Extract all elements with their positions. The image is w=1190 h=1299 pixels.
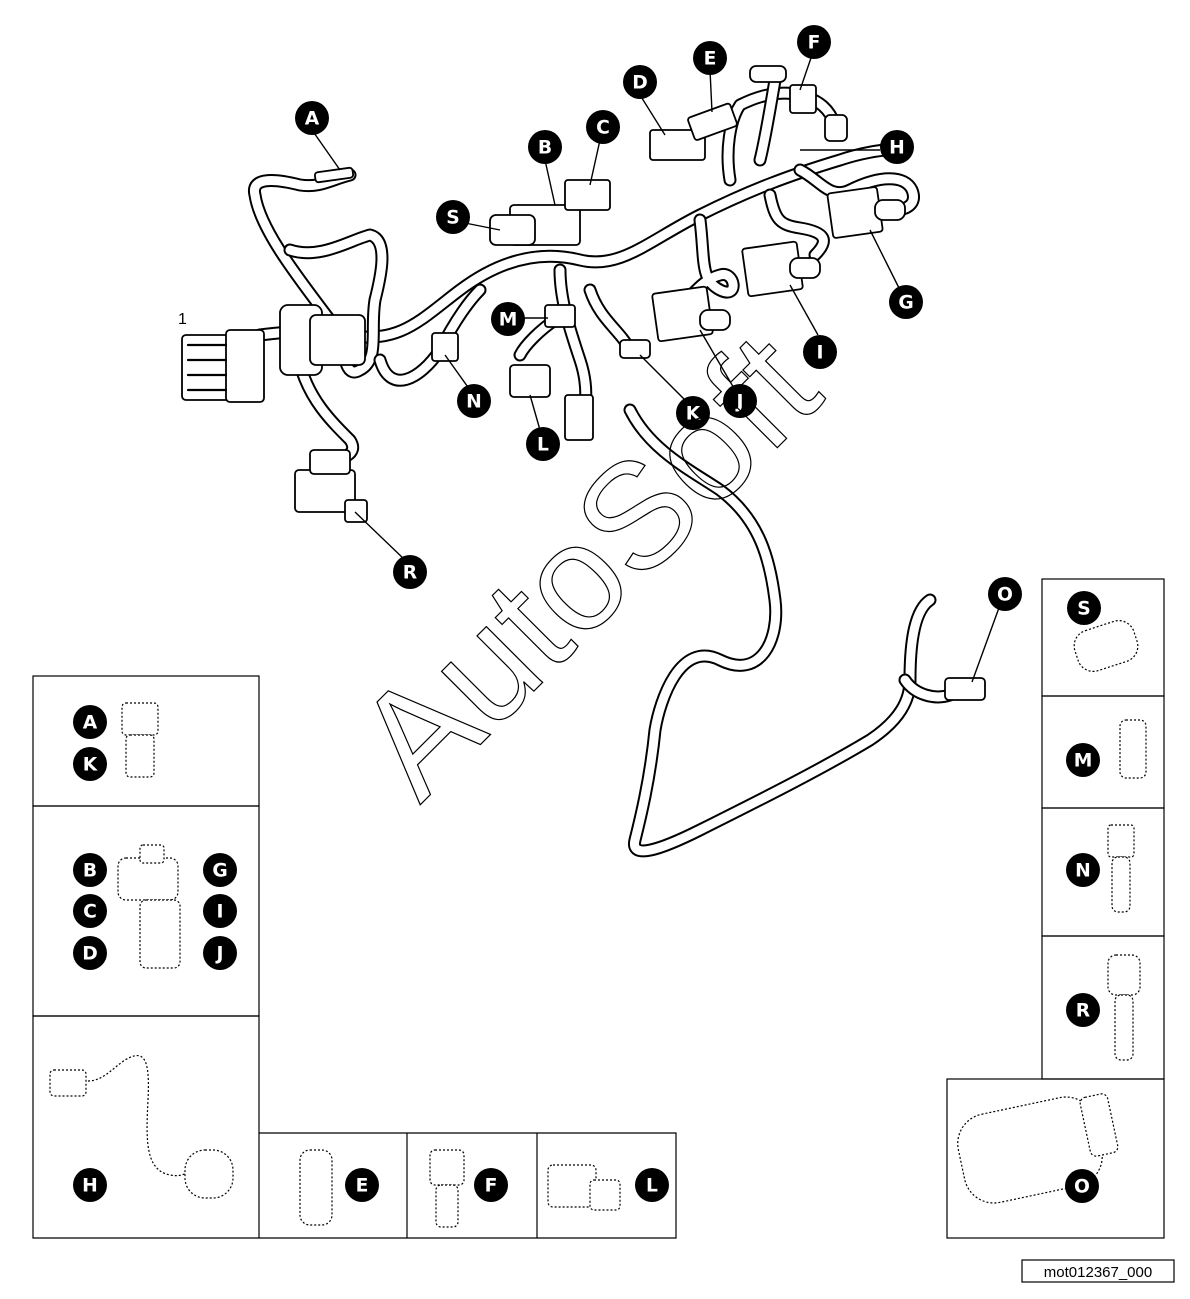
callout-g-label: G: [898, 292, 913, 313]
callout-a-label: A: [305, 108, 320, 129]
detail-callout-bcdgij-d-label: D: [82, 943, 98, 964]
callout-f: F: [797, 25, 831, 59]
detail-panel-boxes: [32, 578, 1165, 1239]
detail-callout-l-l-label: L: [646, 1175, 658, 1196]
callout-k-label: K: [686, 403, 702, 424]
callout-l-label: L: [537, 434, 549, 455]
detail-callout-bcdgij-b-label: B: [83, 860, 97, 881]
detail-callout-ak-k: K: [73, 747, 107, 781]
reference-code-box: mot012367_000: [1021, 1259, 1175, 1283]
callout-k: K: [676, 396, 710, 430]
callout-l: L: [526, 427, 560, 461]
callout-i-label: I: [817, 342, 824, 363]
detail-callout-f-f-label: F: [485, 1175, 498, 1196]
leader-lines: [311, 54, 1001, 683]
detail-callout-s-s: S: [1067, 591, 1101, 625]
detail-callout-bcdgij-c-label: C: [83, 901, 97, 922]
detail-callout-n-n-label: N: [1075, 860, 1091, 881]
callout-j-label: J: [735, 391, 744, 412]
callout-e: E: [693, 41, 727, 75]
callout-s-label: S: [446, 207, 459, 228]
detail-callout-n-n: N: [1066, 853, 1100, 887]
detail-callout-l-l: L: [635, 1168, 669, 1202]
detail-callout-m-m-label: M: [1074, 750, 1093, 771]
main-callouts: A B C D E F G H I J K L M N O R S: [295, 25, 1022, 611]
detail-callout-bcdgij-g: G: [203, 853, 237, 887]
callout-f-label: F: [808, 32, 821, 53]
detail-callout-bcdgij-d: D: [73, 936, 107, 970]
callout-n: N: [457, 384, 491, 418]
callout-n-label: N: [466, 391, 482, 412]
callout-r-label: R: [403, 562, 418, 583]
detail-callout-r-r-label: R: [1076, 1000, 1091, 1021]
callout-h-label: H: [889, 137, 905, 158]
detail-callout-bcdgij-c: C: [73, 894, 107, 928]
detail-callouts: AK BCD GIJ H E F L S M N R O: [73, 591, 1101, 1203]
callout-m-label: M: [499, 309, 518, 330]
detail-callout-bcdgij-j-label: J: [215, 943, 224, 964]
callout-o-label: O: [997, 584, 1013, 605]
detail-callout-bcdgij-j: J: [203, 936, 237, 970]
detail-panel-parts: [49, 620, 1147, 1228]
callout-c: C: [586, 110, 620, 144]
callout-b: B: [528, 130, 562, 164]
callout-a: A: [295, 101, 329, 135]
callout-d: D: [623, 65, 657, 99]
detail-callout-e-e: E: [345, 1168, 379, 1202]
detail-callout-e-e-label: E: [356, 1175, 369, 1196]
callout-b-label: B: [538, 137, 552, 158]
callout-e-label: E: [704, 48, 717, 69]
callout-c-label: C: [596, 117, 610, 138]
detail-callout-m-m: M: [1066, 743, 1100, 777]
detail-callout-s-s-label: S: [1077, 598, 1090, 619]
detail-callout-bcdgij-i: I: [203, 894, 237, 928]
reference-code: mot012367_000: [1044, 1264, 1152, 1281]
detail-callout-f-f: F: [474, 1168, 508, 1202]
callout-m: M: [491, 302, 525, 336]
detail-callout-bcdgij-b: B: [73, 853, 107, 887]
detail-callout-ak-a: A: [73, 705, 107, 739]
main-connector: [181, 304, 366, 403]
detail-callout-ak-a-label: A: [83, 712, 98, 733]
detail-callout-bcdgij-i-label: I: [217, 901, 224, 922]
callout-j: J: [723, 384, 757, 418]
detail-callout-o-o: O: [1065, 1169, 1099, 1203]
detail-callout-ak-k-label: K: [83, 754, 99, 775]
callout-h: H: [880, 130, 914, 164]
callout-r: R: [393, 555, 427, 589]
callout-g: G: [889, 285, 923, 319]
detail-callout-r-r: R: [1066, 993, 1100, 1027]
detail-callout-h-h-label: H: [82, 1175, 98, 1196]
callout-o: O: [988, 577, 1022, 611]
harness-parts: [181, 65, 986, 701]
detail-callout-h-h: H: [73, 1168, 107, 1202]
callout-d-label: D: [632, 72, 648, 93]
callout-i: I: [803, 335, 837, 369]
callout-s: S: [436, 200, 470, 234]
detail-callout-bcdgij-g-label: G: [212, 860, 227, 881]
part-number-label: 1: [178, 311, 187, 328]
detail-callout-o-o-label: O: [1074, 1176, 1090, 1197]
